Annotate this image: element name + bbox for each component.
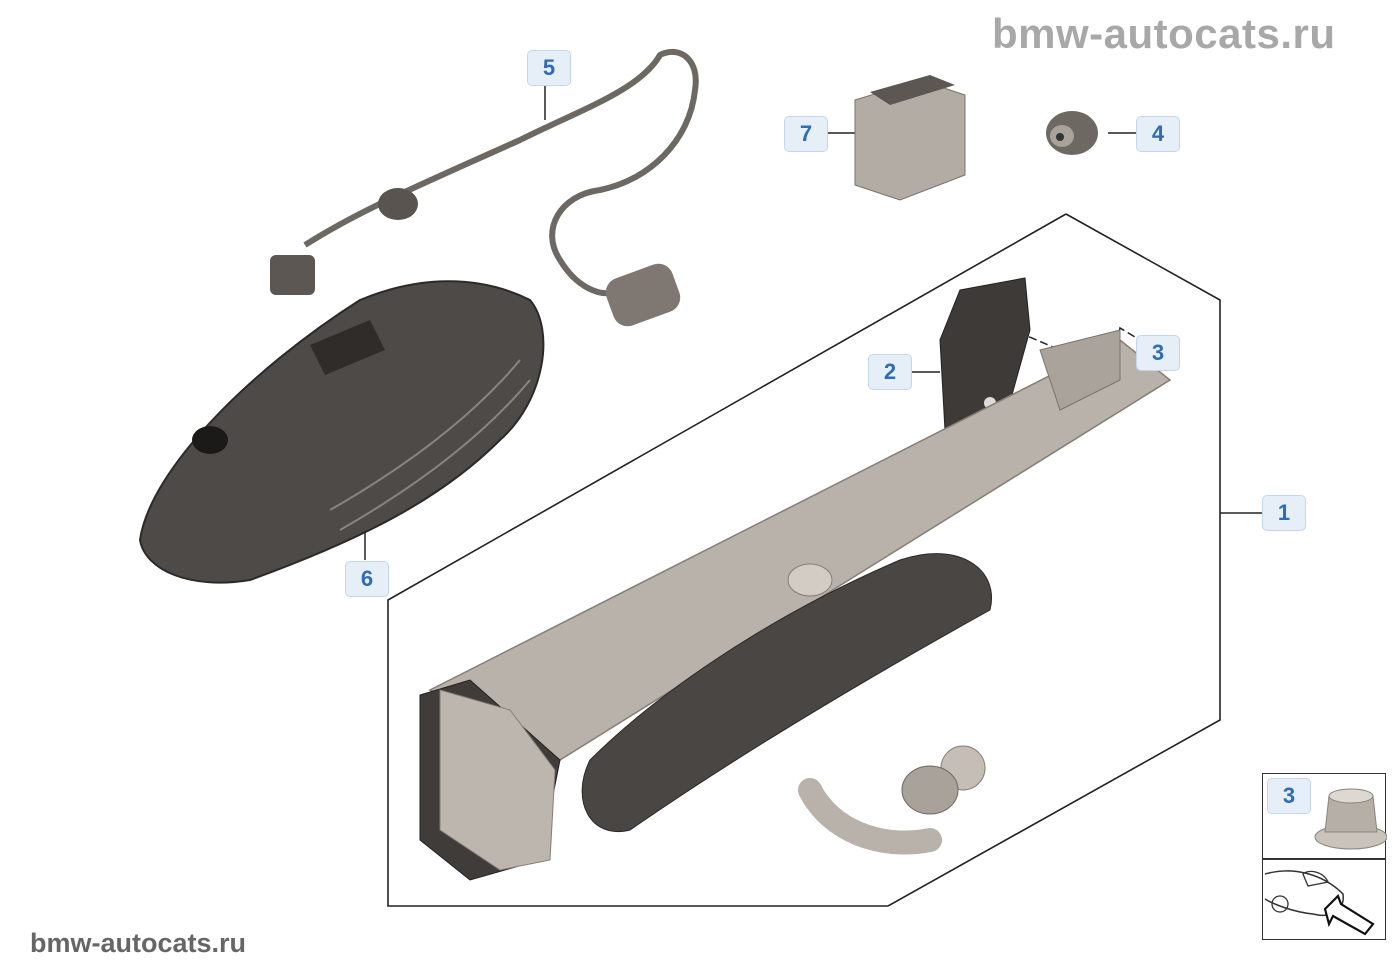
wiring-harness-image — [270, 48, 699, 327]
inset-divider — [1263, 858, 1385, 860]
callout-4[interactable]: 4 — [1136, 116, 1180, 152]
inset-art — [1264, 788, 1387, 936]
cover-image — [138, 280, 545, 584]
callout-5[interactable]: 5 — [527, 50, 571, 86]
callout-3[interactable]: 3 — [1136, 335, 1180, 371]
plug-cap-image — [1046, 111, 1098, 155]
callout-6[interactable]: 6 — [345, 561, 389, 597]
callout-2[interactable]: 2 — [868, 354, 912, 390]
callout-7[interactable]: 7 — [784, 116, 828, 152]
nut-icon — [1314, 788, 1387, 850]
control-unit-image — [854, 75, 966, 201]
arrow-icon — [1323, 894, 1375, 936]
watermark-top: bmw-autocats.ru — [992, 10, 1336, 57]
inset-panel: 3 — [1262, 773, 1387, 940]
watermark-bottom: bmw-autocats.ru — [30, 928, 247, 958]
inset-callout-3[interactable]: 3 — [1267, 778, 1311, 814]
assembly-frame — [387, 213, 1221, 907]
callout-1[interactable]: 1 — [1262, 495, 1306, 531]
towbar-image — [419, 329, 1172, 881]
